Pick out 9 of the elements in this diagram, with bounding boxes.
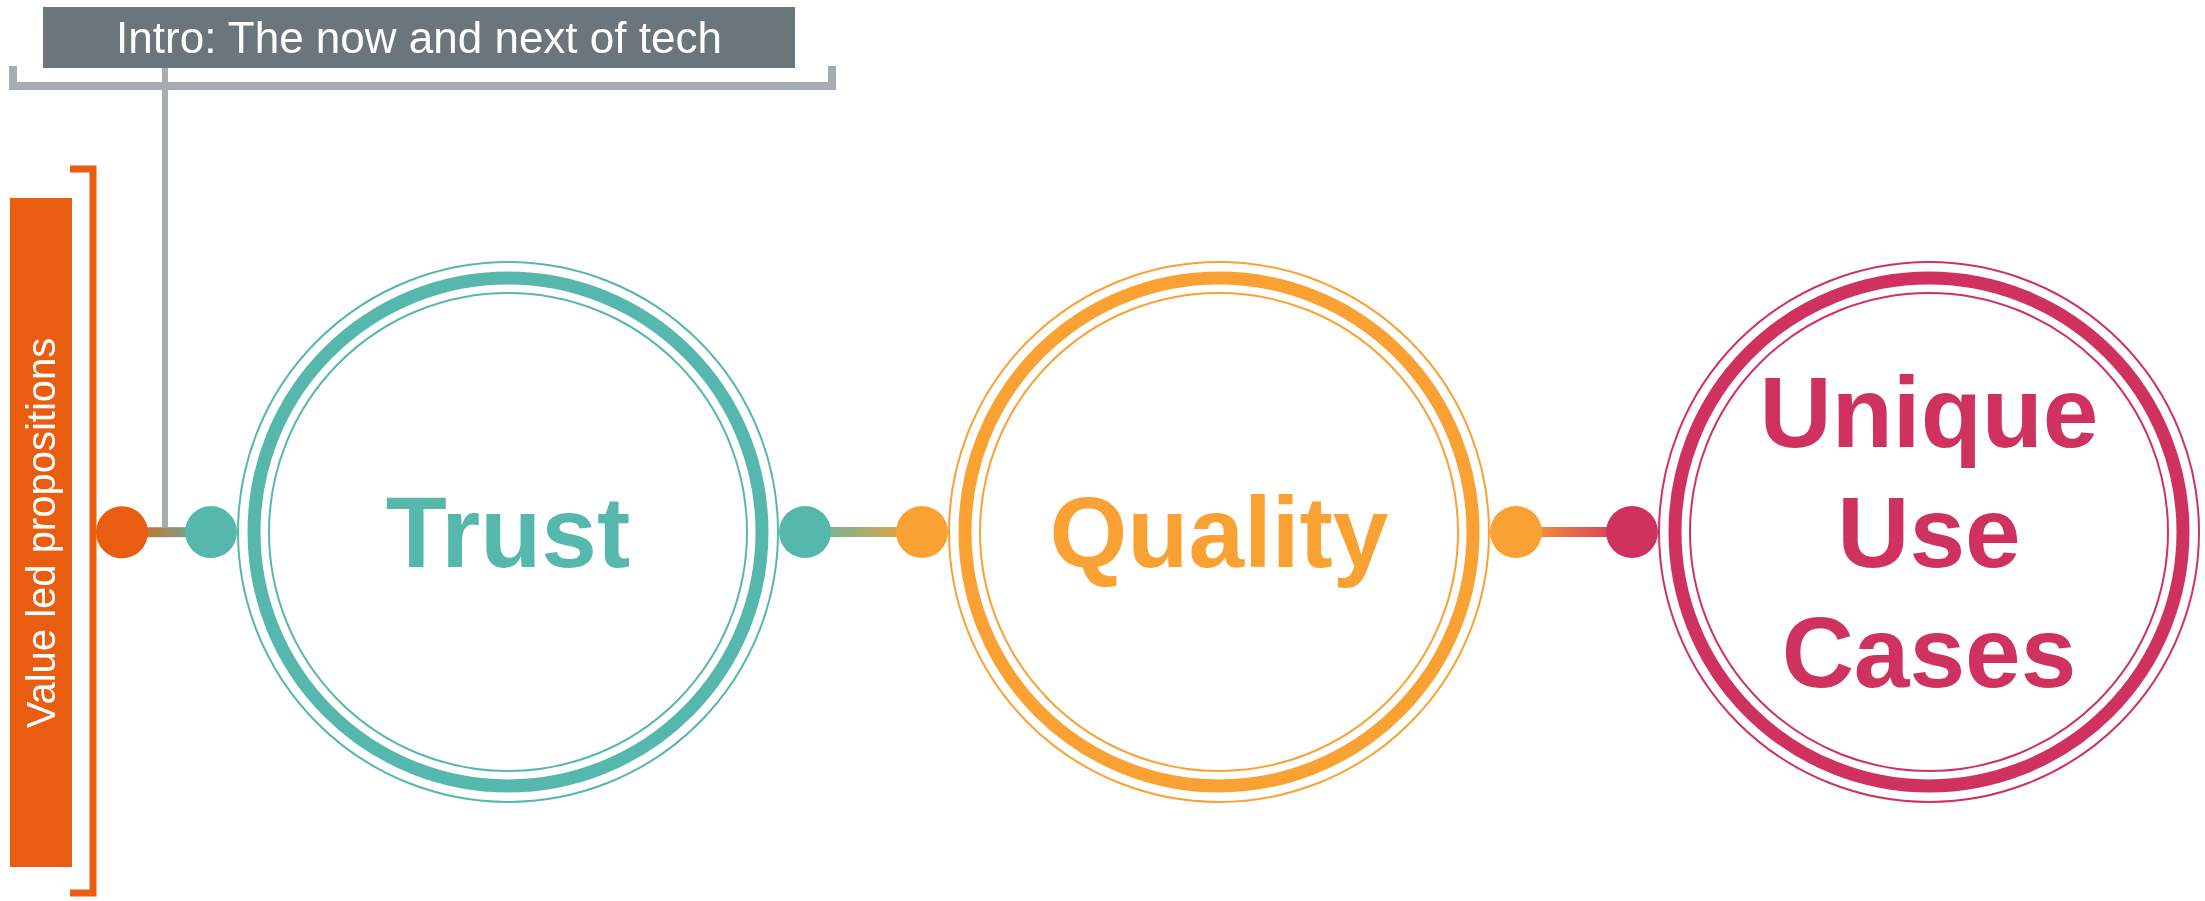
banner-label: Value led propositions xyxy=(21,337,61,728)
connector-line xyxy=(162,68,168,527)
circle-label: Quality xyxy=(1048,475,1390,590)
dot-connector xyxy=(779,506,948,558)
circle-label: Trust xyxy=(384,475,632,590)
title-banner: Intro: The now and next of tech xyxy=(43,7,795,68)
dot-connector xyxy=(1490,506,1658,558)
circle-label: Unique Use Cases xyxy=(1759,355,2099,710)
vertical-banner xyxy=(10,198,72,867)
